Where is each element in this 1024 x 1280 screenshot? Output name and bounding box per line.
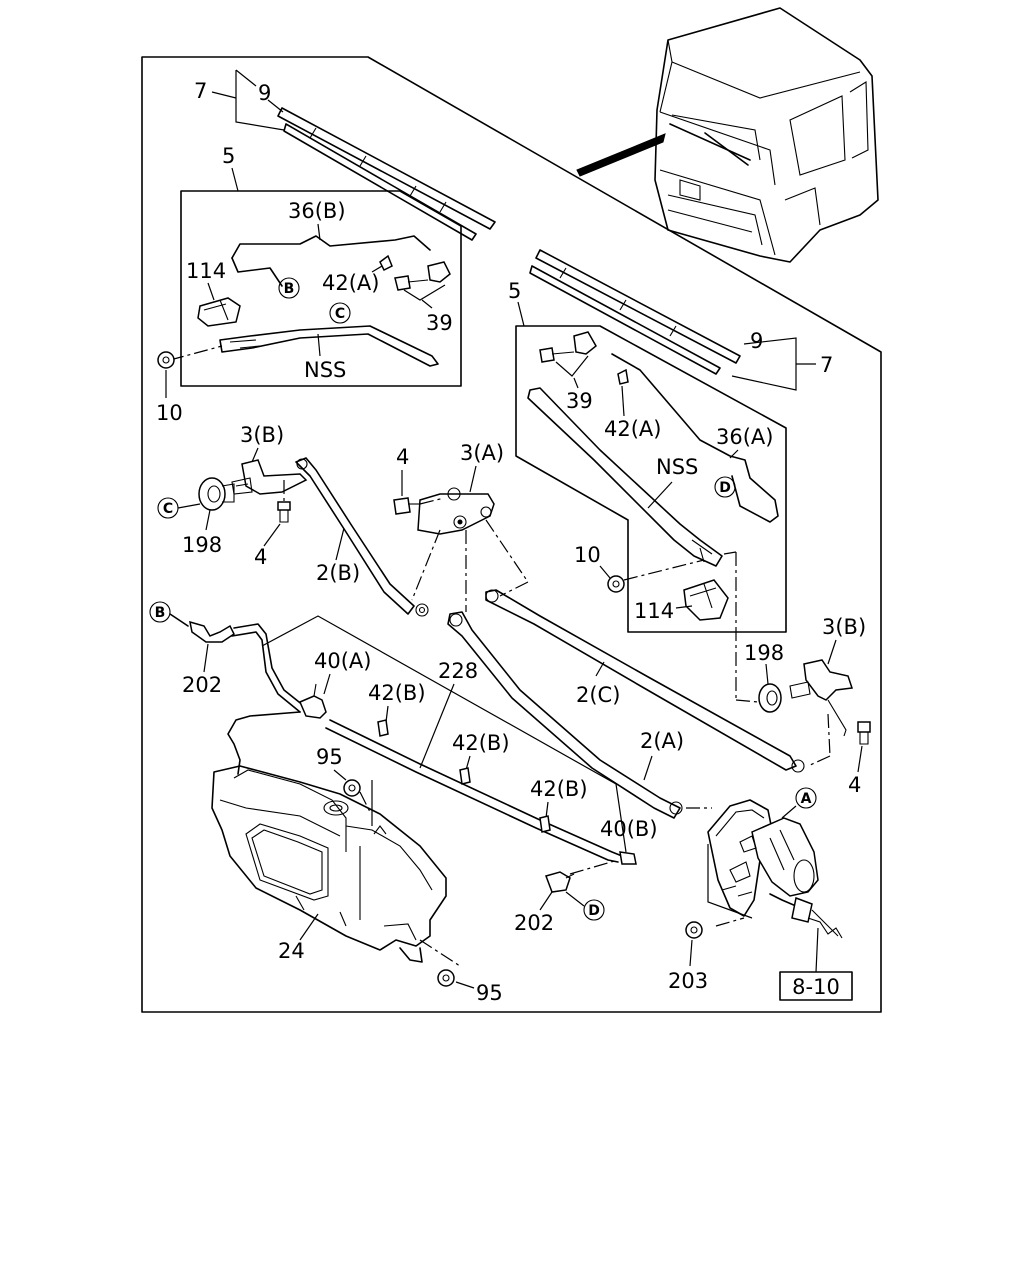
grommet-198-right-icon	[758, 683, 782, 713]
label-40b: 40(B)	[600, 817, 658, 841]
label-42b-2: 42(B)	[452, 731, 510, 755]
svg-text:C: C	[163, 501, 173, 517]
callout-d-bottom	[583, 899, 605, 921]
label-42b-3: 42(B)	[530, 777, 588, 801]
wiper-blade-left-icon	[277, 107, 496, 241]
connector-202-left-icon	[189, 620, 235, 643]
washer-tank-icon	[211, 765, 447, 963]
label-3b-left: 3(B)	[240, 423, 284, 447]
label-5-right: 5	[508, 279, 521, 303]
label-228: 228	[438, 659, 478, 683]
callout-b-top	[278, 277, 300, 299]
callout-c-top	[329, 302, 351, 324]
label-36b: 36(B)	[288, 199, 346, 223]
label-202-right: 202	[514, 911, 554, 935]
label-nss-left: NSS	[304, 358, 346, 382]
label-198-left: 198	[182, 533, 222, 557]
label-10-left: 10	[156, 401, 183, 425]
label-2c: 2(C)	[576, 683, 620, 707]
nut-203-icon	[685, 921, 703, 939]
label-40a: 40(A)	[314, 649, 371, 673]
nut-10-left-icon	[157, 351, 175, 369]
nut-95-bottom-icon	[437, 969, 455, 987]
label-4-left: 4	[254, 545, 267, 569]
label-7-left: 7	[194, 79, 207, 103]
grommet-198-left-icon	[198, 477, 235, 511]
reference-box-label[interactable]: 8-10	[792, 975, 840, 999]
label-9-left: 9	[258, 81, 271, 105]
diagram-frame	[141, 56, 882, 1013]
svg-text:B: B	[155, 605, 166, 621]
pivot-3a-icon	[417, 487, 495, 535]
arm-cap-right-icon	[683, 579, 729, 621]
callout-d-top	[714, 476, 736, 498]
label-202-left: 202	[182, 673, 222, 697]
pivot-3b-right-icon	[789, 659, 854, 737]
wiper-blade-right-icon	[529, 249, 741, 375]
label-4-mid: 4	[396, 445, 409, 469]
svg-text:B: B	[284, 281, 295, 297]
label-203: 203	[668, 969, 708, 993]
label-36a: 36(A)	[716, 425, 773, 449]
left-arm-assembly-box	[180, 190, 462, 387]
label-114-left: 114	[186, 259, 226, 283]
pivot-3b-left-icon	[231, 459, 308, 495]
arm-cap-left-icon	[197, 297, 241, 327]
label-24: 24	[278, 939, 305, 963]
nut-95-top-icon	[343, 779, 361, 797]
label-95-bottom: 95	[476, 981, 503, 1005]
link-rod-2a-icon	[447, 611, 683, 819]
tee-40b-icon	[619, 851, 637, 865]
svg-text:D: D	[719, 480, 731, 496]
label-42b-1: 42(B)	[368, 681, 426, 705]
label-198-right: 198	[744, 641, 784, 665]
label-3a: 3(A)	[460, 441, 504, 465]
wiper-motor-icon	[707, 799, 843, 939]
label-2b: 2(B)	[316, 561, 360, 585]
label-39-right: 39	[566, 389, 593, 413]
label-2a: 2(A)	[640, 729, 684, 753]
label-114-right: 114	[634, 599, 674, 623]
connector-202-right-icon	[545, 871, 575, 893]
label-5-left: 5	[222, 144, 235, 168]
svg-text:D: D	[588, 903, 600, 919]
view-pointer	[576, 133, 666, 177]
label-42a-left: 42(A)	[322, 271, 379, 295]
label-nss-right: NSS	[656, 455, 698, 479]
svg-text:C: C	[335, 306, 345, 322]
right-arm-assembly-box	[515, 325, 787, 633]
tee-40a-icon	[299, 683, 327, 719]
wiper-arm-left-icon	[219, 325, 439, 367]
label-7-right: 7	[820, 353, 833, 377]
label-42a-right: 42(A)	[604, 417, 661, 441]
label-9-right: 9	[750, 329, 763, 353]
link-rod-2c-icon	[485, 589, 805, 773]
label-39-left: 39	[426, 311, 453, 335]
label-95-top: 95	[316, 745, 343, 769]
nut-10-right-icon	[607, 575, 625, 593]
label-4-right: 4	[848, 773, 861, 797]
callout-b-left	[149, 601, 171, 623]
callout-a	[795, 787, 817, 809]
label-10-right: 10	[574, 543, 601, 567]
link-rod-2b-icon	[295, 457, 429, 617]
label-3b-right: 3(B)	[822, 615, 866, 639]
truck-cab-icon	[654, 7, 879, 263]
svg-text:A: A	[801, 791, 812, 807]
reference-box[interactable]	[779, 971, 853, 1001]
